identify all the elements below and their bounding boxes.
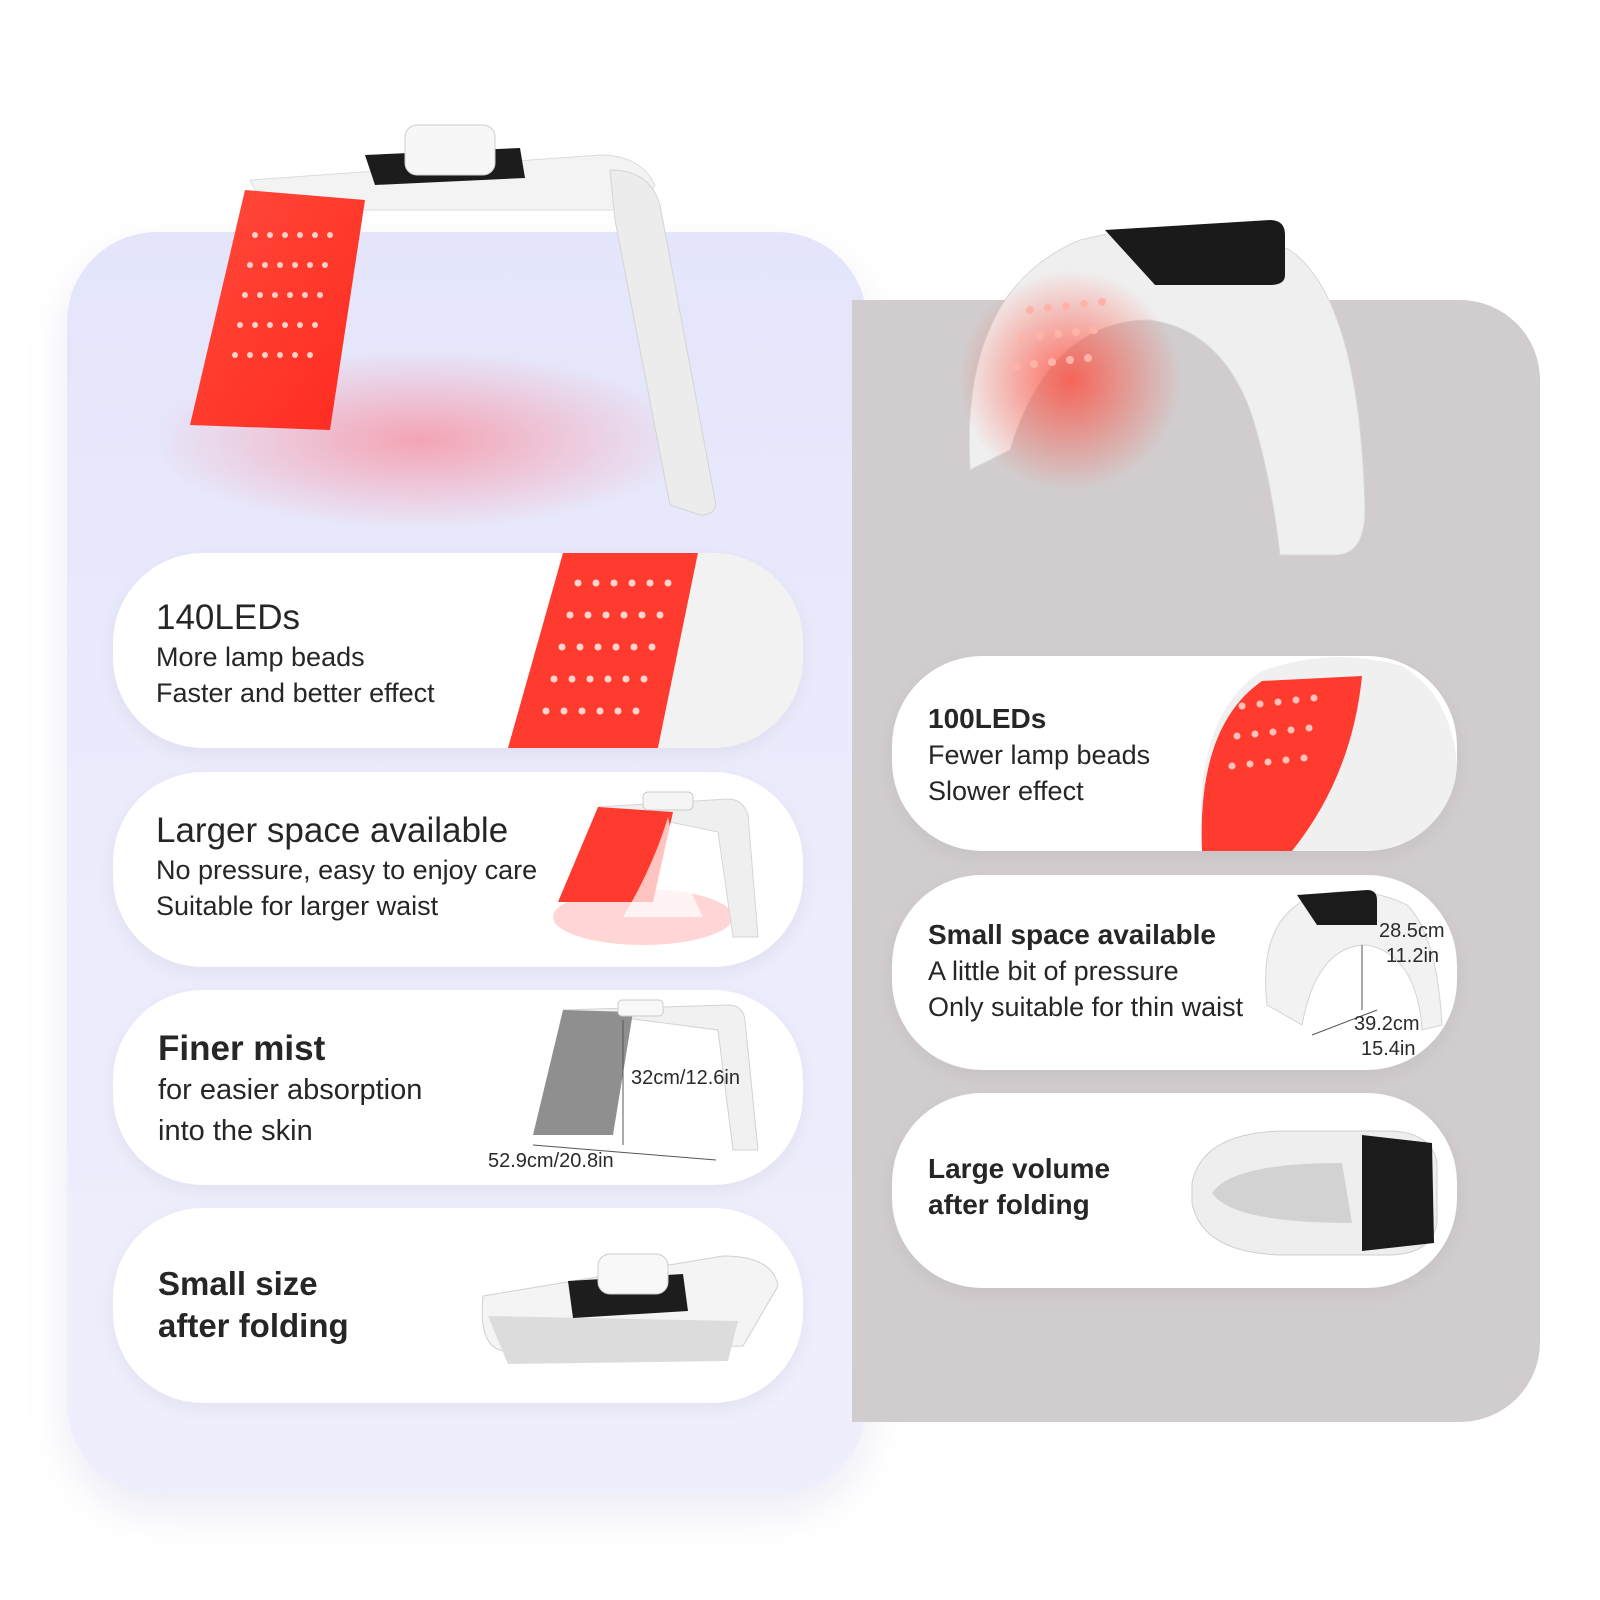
card-title: Small size [158,1265,318,1302]
card-title: 100LEDs [928,703,1047,734]
feature-card-finer-mist: Finer mist for easier absorption into th… [113,990,803,1185]
folded-device-image [481,1253,779,1364]
card-line: after folding [158,1307,349,1344]
feature-card-small-size: Small size after folding [113,1208,803,1403]
feature-card-100leds: 100LEDs Fewer lamp beads Slower effect [892,656,1457,851]
mist-device-image [553,791,759,945]
feature-card-small-space: Small space available A little bit of pr… [892,875,1457,1070]
card-line: No pressure, easy to enjoy care [156,855,538,885]
card-line: Faster and better effect [156,678,435,708]
curved-led-panel-image [1200,657,1457,851]
card-line: A little bit of pressure [928,956,1179,986]
left-device-hero-image [150,124,716,530]
feature-card-140leds: 140LEDs More lamp beads Faster and bette… [113,553,803,748]
folded-curved-device-image [1191,1130,1438,1256]
led-panel-image [508,553,803,748]
width-dimension-label: 39.2cm [1354,1013,1420,1035]
height-dimension-label: 32cm/12.6in [631,1067,740,1089]
feature-card-large-volume: Large volume after folding [892,1093,1457,1288]
dimension-device-image [532,999,759,1161]
height-dimension-label: 28.5cm [1379,920,1445,942]
card-title: Small space available [928,919,1216,950]
card-line: after folding [928,1189,1090,1220]
right-device-hero-image [960,220,1366,556]
card-line: Suitable for larger waist [156,891,439,921]
card-title: Larger space available [156,811,509,850]
card-line: More lamp beads [156,642,365,672]
card-title: Finer mist [158,1029,326,1068]
card-line: Fewer lamp beads [928,740,1151,770]
card-title: 140LEDs [156,598,300,637]
curved-dimension-image [1265,890,1443,1036]
card-line: for easier absorption [158,1074,423,1106]
height-dimension-label-imperial: 11.2in [1386,945,1440,967]
width-dimension-label: 52.9cm/20.8in [488,1150,614,1172]
card-line: into the skin [158,1115,313,1147]
card-line: Only suitable for thin waist [928,992,1244,1022]
card-title: Large volume [928,1153,1111,1184]
feature-card-larger-space: Larger space available No pressure, easy… [113,772,803,967]
width-dimension-label-imperial: 15.4in [1361,1038,1416,1060]
card-line: Slower effect [928,776,1084,806]
